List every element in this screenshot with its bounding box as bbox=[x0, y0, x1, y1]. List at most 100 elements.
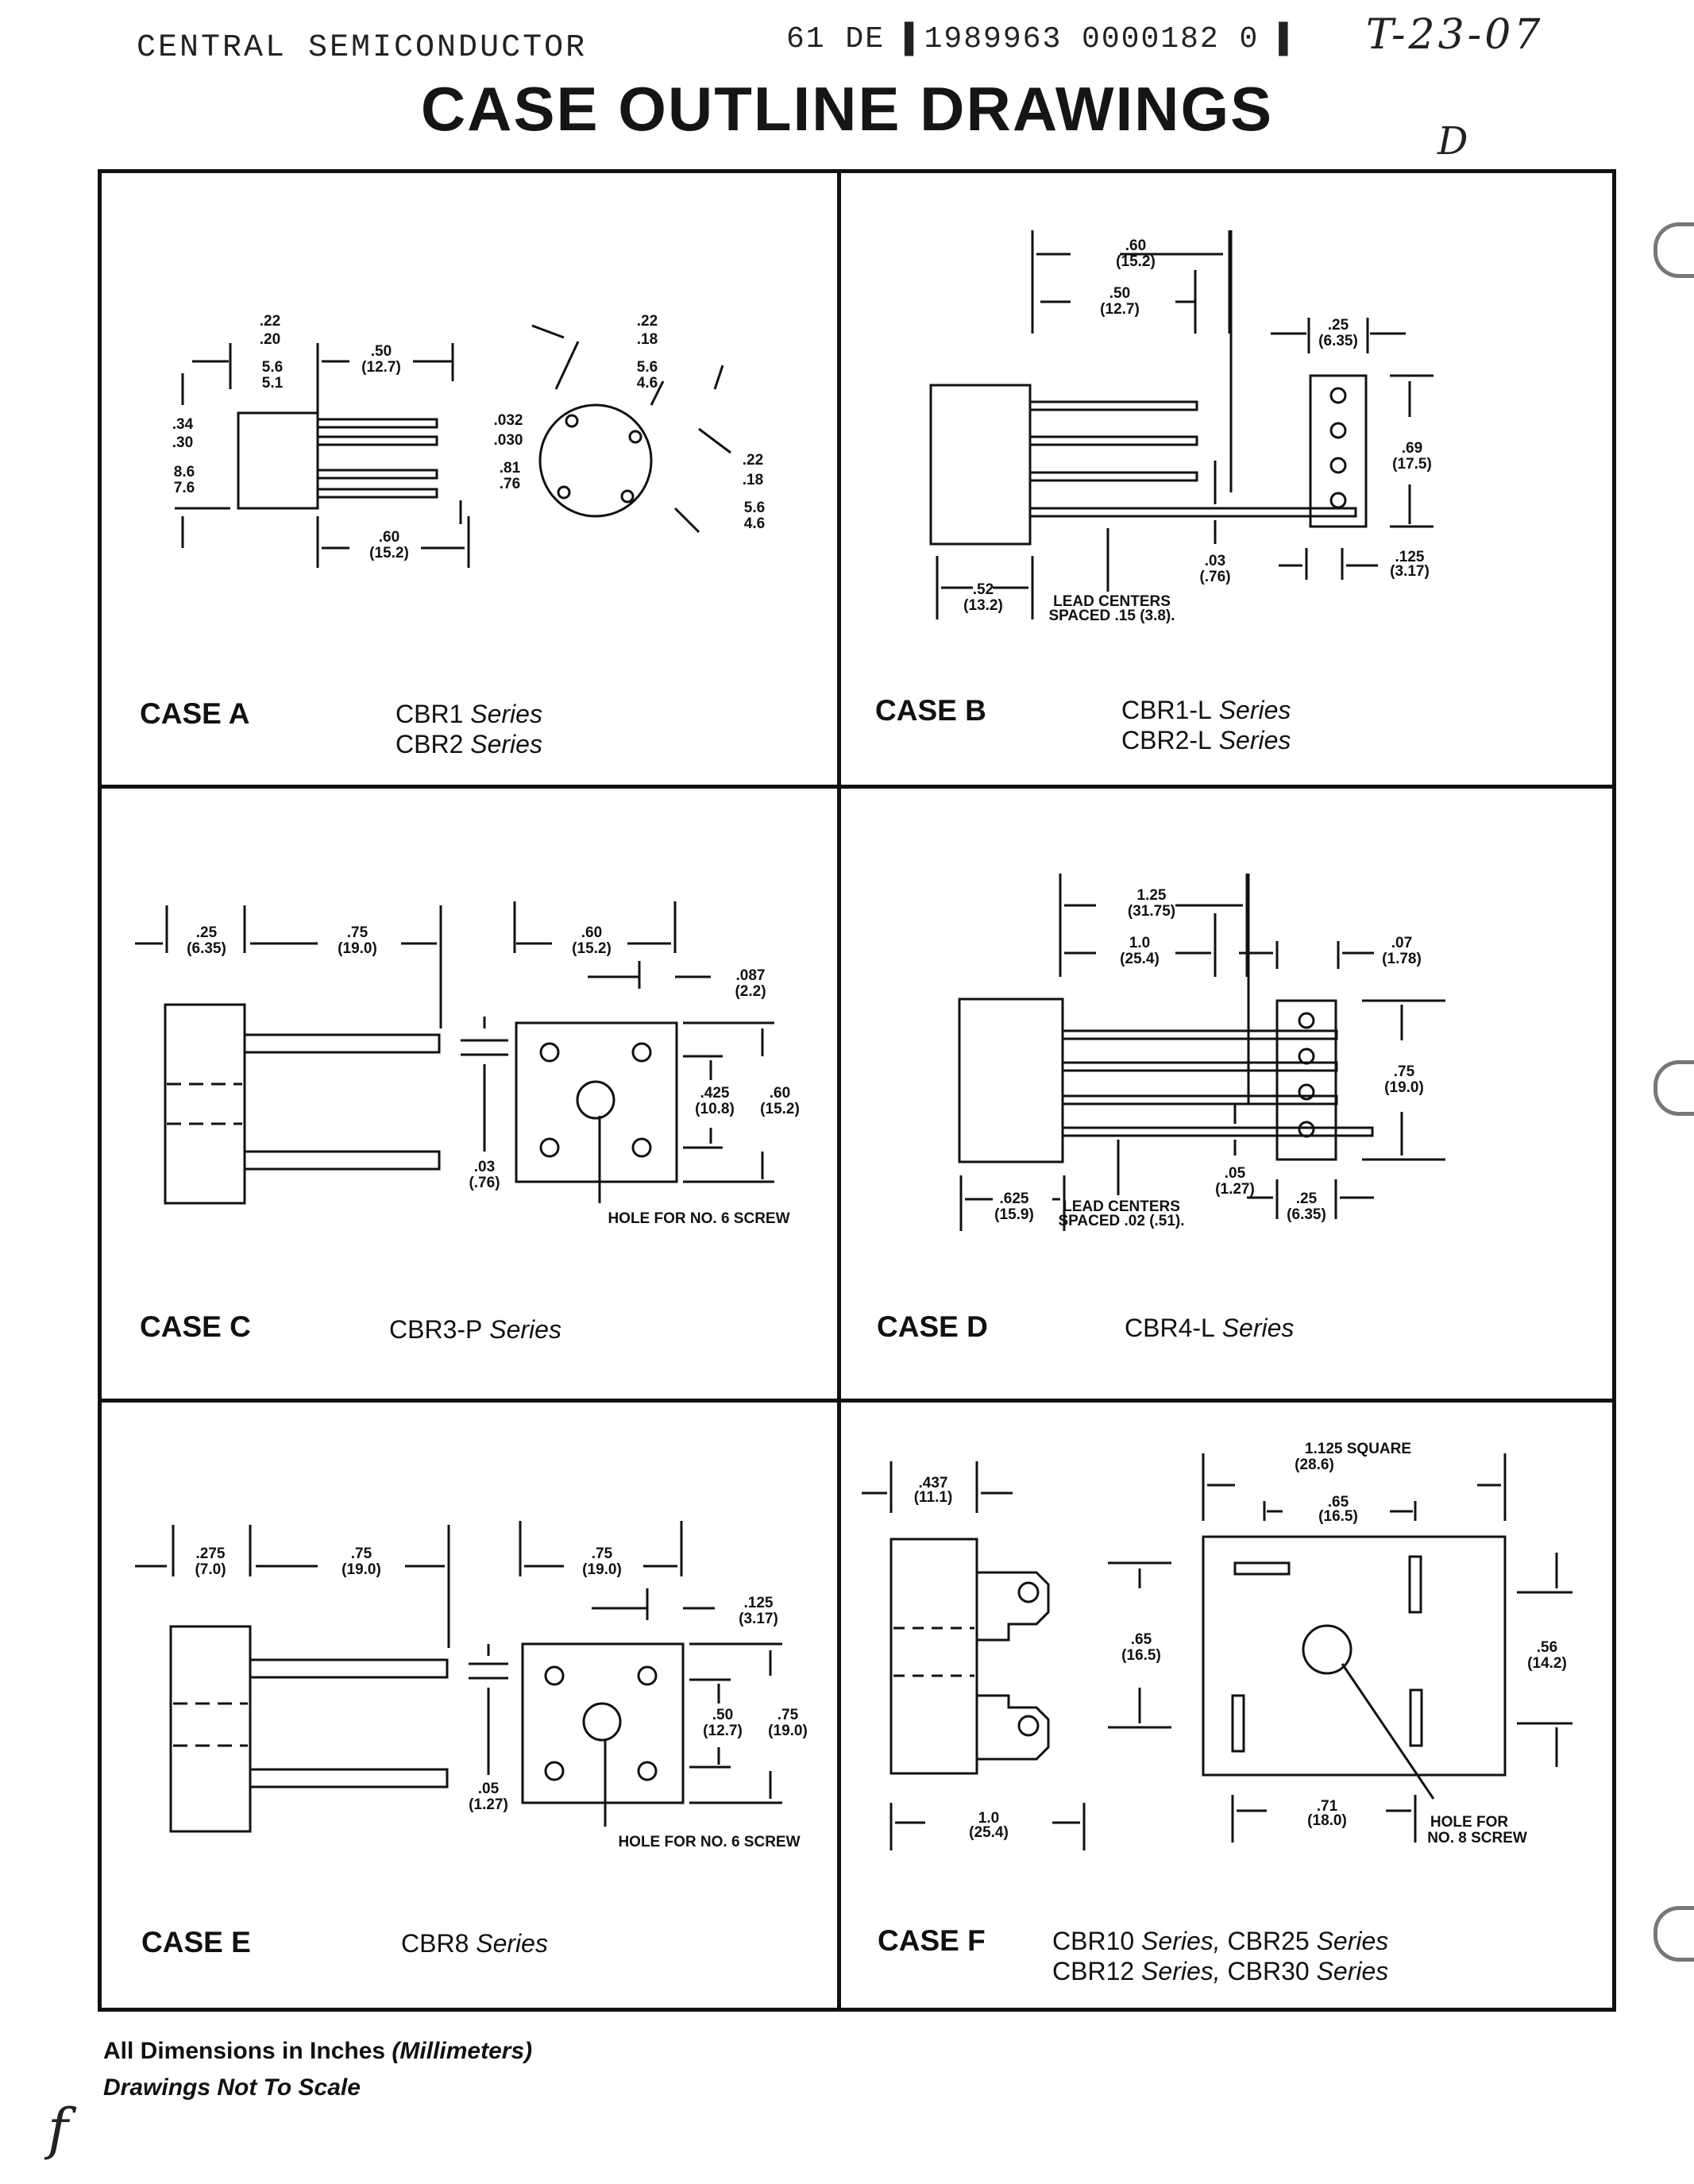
case-d-label: CASE D bbox=[877, 1310, 988, 1343]
svg-text:.81: .81 bbox=[500, 460, 521, 477]
svg-text:.425: .425 bbox=[700, 1085, 730, 1102]
svg-text:.275: .275 bbox=[196, 1545, 226, 1562]
svg-text:5.6: 5.6 bbox=[637, 359, 658, 376]
svg-text:.22: .22 bbox=[637, 313, 658, 330]
svg-text:.437: .437 bbox=[919, 1475, 948, 1491]
svg-text:1.0: 1.0 bbox=[1129, 935, 1150, 951]
case-b-drawing: .60 (15.2) .50 (12.7) .25 (6.35) .69 (17… bbox=[929, 230, 1434, 624]
series-line: CBR4-L Series bbox=[1125, 1314, 1295, 1342]
svg-text:NO. 8 SCREW: NO. 8 SCREW bbox=[1427, 1830, 1527, 1846]
binder-hole-middle bbox=[1653, 1060, 1694, 1116]
svg-text:8.6: 8.6 bbox=[174, 464, 195, 480]
svg-text:.75: .75 bbox=[778, 1707, 799, 1723]
series-line: CBR2 Series bbox=[396, 730, 542, 758]
svg-text:.22: .22 bbox=[743, 452, 763, 469]
svg-text:HOLE FOR NO. 6 SCREW: HOLE FOR NO. 6 SCREW bbox=[618, 1834, 800, 1850]
case-d-drawing: 1.25 (31.75) 1.0 (25.4) .07 (1.78) .75 (… bbox=[958, 874, 1445, 1231]
svg-text:(15.2): (15.2) bbox=[760, 1101, 800, 1117]
svg-text:(1.27): (1.27) bbox=[1215, 1181, 1255, 1198]
svg-text:.65: .65 bbox=[1131, 1631, 1152, 1648]
grid-divider-vertical bbox=[837, 173, 841, 2008]
svg-text:(6.35): (6.35) bbox=[1318, 333, 1358, 349]
series-line: CBR2-L Series bbox=[1121, 726, 1291, 754]
svg-text:(1.27): (1.27) bbox=[469, 1796, 508, 1813]
svg-text:(13.2): (13.2) bbox=[963, 597, 1003, 614]
binder-hole-top bbox=[1653, 222, 1694, 278]
case-e-series: CBR8 Series bbox=[401, 1928, 548, 1958]
svg-text:.25: .25 bbox=[1328, 317, 1349, 334]
svg-text:.60: .60 bbox=[581, 924, 602, 941]
footer-notes: All Dimensions in Inches (Millimeters) D… bbox=[103, 2033, 532, 2106]
svg-text:.50: .50 bbox=[712, 1707, 733, 1723]
svg-text:(6.35): (6.35) bbox=[1287, 1206, 1326, 1223]
svg-text:.71: .71 bbox=[1317, 1798, 1338, 1815]
svg-text:.18: .18 bbox=[637, 331, 658, 348]
svg-text:.05: .05 bbox=[1225, 1165, 1246, 1182]
svg-text:LEAD CENTERS: LEAD CENTERS bbox=[1063, 1198, 1180, 1215]
svg-text:.60: .60 bbox=[379, 529, 399, 546]
case-a-lead bbox=[316, 435, 438, 446]
svg-text:.05: .05 bbox=[478, 1781, 500, 1797]
svg-text:4.6: 4.6 bbox=[637, 375, 658, 392]
svg-text:(16.5): (16.5) bbox=[1121, 1647, 1161, 1664]
svg-text:.50: .50 bbox=[1109, 285, 1130, 302]
case-c-end-view bbox=[515, 1021, 678, 1183]
svg-text:.03: .03 bbox=[1205, 553, 1225, 569]
handwritten-code: T-23-07 bbox=[1366, 11, 1544, 59]
svg-text:.125: .125 bbox=[1395, 549, 1425, 565]
svg-text:(14.2): (14.2) bbox=[1527, 1655, 1567, 1672]
svg-text:LEAD CENTERS: LEAD CENTERS bbox=[1053, 593, 1171, 610]
case-b-body bbox=[929, 384, 1032, 546]
page-title: CASE OUTLINE DRAWINGS bbox=[420, 74, 1274, 144]
svg-text:.69: .69 bbox=[1402, 440, 1422, 457]
svg-text:.50: .50 bbox=[371, 343, 392, 360]
case-b-label: CASE B bbox=[875, 694, 986, 727]
case-a-drawing: .22 .20 5.6 5.1 .50 (12.7) .34 .30 8.6 7… bbox=[172, 313, 765, 568]
grid-divider-row2 bbox=[102, 1399, 1612, 1403]
case-a-end-view bbox=[538, 403, 653, 518]
svg-text:(17.5): (17.5) bbox=[1392, 456, 1432, 473]
svg-text:.30: .30 bbox=[172, 434, 193, 451]
svg-text:.56: .56 bbox=[1537, 1639, 1557, 1656]
case-a-lead bbox=[316, 488, 438, 499]
series-line: CBR12 Series, CBR30 Series bbox=[1052, 1957, 1389, 1985]
svg-text:(3.17): (3.17) bbox=[739, 1611, 778, 1627]
svg-text:.032: .032 bbox=[494, 412, 523, 429]
footer-units-note: All Dimensions in Inches (Millimeters) bbox=[103, 2038, 533, 2064]
case-f-end-view bbox=[1202, 1535, 1507, 1777]
binder-hole-bottom bbox=[1653, 1906, 1694, 1962]
case-b-end-view bbox=[1309, 374, 1368, 528]
case-f-mount-hole bbox=[1302, 1624, 1352, 1675]
handwritten-mark-f: f bbox=[48, 2097, 68, 2162]
svg-text:(25.4): (25.4) bbox=[1120, 951, 1160, 967]
svg-text:(19.0): (19.0) bbox=[768, 1723, 808, 1739]
svg-text:(19.0): (19.0) bbox=[338, 940, 377, 957]
case-e-mount-hole bbox=[582, 1702, 622, 1742]
svg-text:.22: .22 bbox=[260, 313, 280, 330]
case-f-terminal bbox=[977, 1694, 1050, 1761]
svg-text:(3.17): (3.17) bbox=[1390, 563, 1430, 580]
svg-text:(15.2): (15.2) bbox=[1116, 253, 1156, 270]
svg-text:.60: .60 bbox=[1125, 237, 1146, 254]
svg-text:(31.75): (31.75) bbox=[1128, 903, 1175, 920]
svg-text:.125: .125 bbox=[744, 1595, 774, 1611]
series-line: CBR8 Series bbox=[401, 1929, 548, 1958]
case-e-drawing: .275 (7.0) .75 (19.0) .75 (19.0) .125 (3… bbox=[135, 1521, 808, 1850]
svg-text:.75: .75 bbox=[347, 924, 369, 941]
svg-text:(19.0): (19.0) bbox=[1384, 1079, 1424, 1096]
svg-text:(16.5): (16.5) bbox=[1318, 1508, 1358, 1525]
svg-text:1.125 SQUARE: 1.125 SQUARE bbox=[1305, 1441, 1411, 1457]
case-e-end-view bbox=[521, 1642, 685, 1804]
series-line: CBR1-L Series bbox=[1121, 696, 1291, 724]
case-c-drawing: .25 (6.35) .75 (19.0) .60 (15.2) .087 (2… bbox=[135, 901, 800, 1227]
series-line: CBR1 Series bbox=[396, 700, 542, 728]
company-name: CENTRAL SEMICONDUCTOR bbox=[137, 30, 588, 66]
svg-text:(12.7): (12.7) bbox=[361, 359, 401, 376]
svg-text:1.0: 1.0 bbox=[978, 1810, 999, 1827]
footer-scale-note: Drawings Not To Scale bbox=[103, 2074, 361, 2101]
case-c-series: CBR3-P Series bbox=[389, 1314, 561, 1345]
svg-text:5.6: 5.6 bbox=[262, 359, 283, 376]
case-e-label: CASE E bbox=[141, 1926, 251, 1958]
svg-text:.75: .75 bbox=[351, 1545, 372, 1562]
svg-text:(2.2): (2.2) bbox=[735, 983, 766, 1000]
